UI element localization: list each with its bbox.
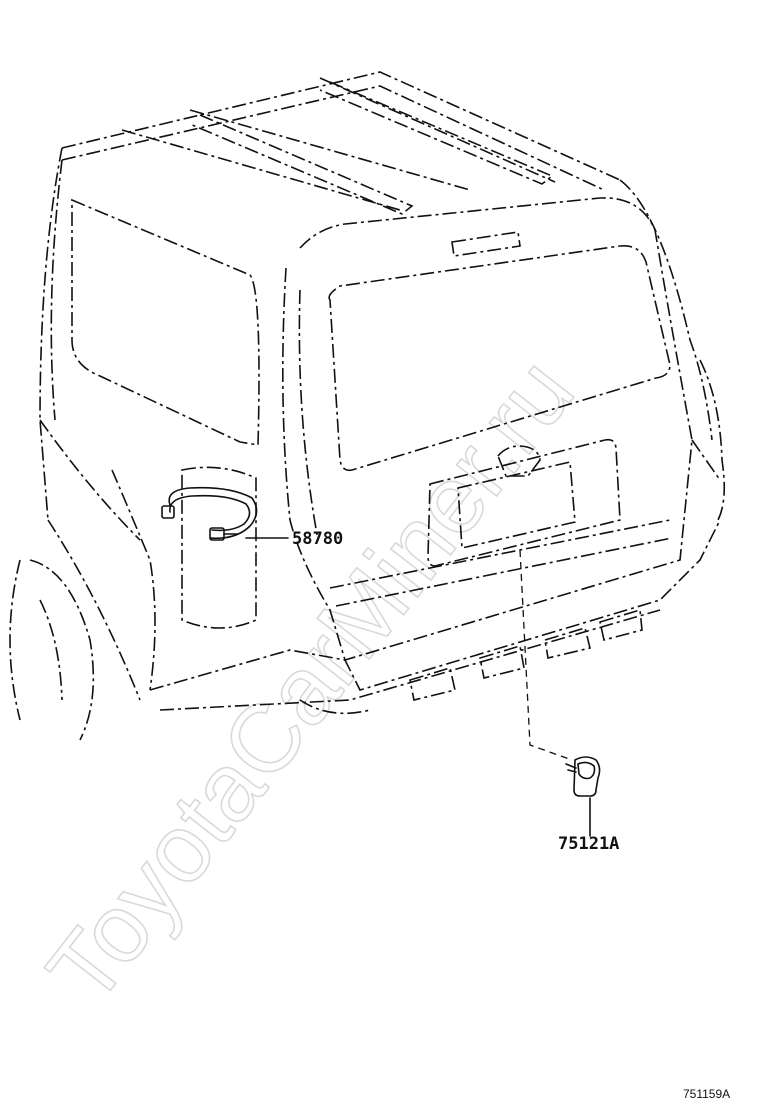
part-58780-illustration <box>161 486 258 541</box>
part-75121A-illustration <box>565 756 601 797</box>
watermark: ToyotaCarMiner.ru <box>27 339 594 1023</box>
figure-id: 751159A <box>683 1087 730 1101</box>
part-number-label[interactable]: 58780 <box>292 529 343 549</box>
leader-75121A-dashed <box>519 549 573 761</box>
part-number-label[interactable]: 75121A <box>558 834 619 854</box>
vehicle-outline <box>9 71 726 741</box>
